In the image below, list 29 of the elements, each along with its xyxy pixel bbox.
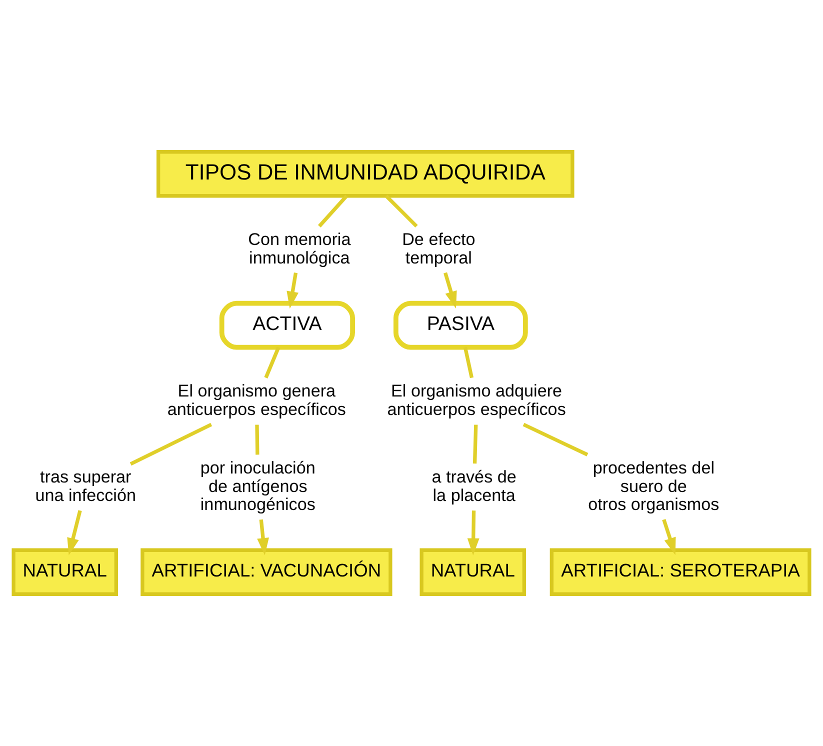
node-box: ACTIVA bbox=[219, 300, 355, 350]
arrow bbox=[67, 510, 82, 556]
connector bbox=[522, 422, 588, 456]
node-text: a través de la placenta bbox=[432, 468, 516, 505]
node-text: El organismo adquiere anticuerpos específicos bbox=[387, 381, 566, 419]
node-box: NATURAL bbox=[12, 548, 118, 596]
arrow bbox=[444, 272, 457, 308]
node-box: ARTIFICIAL: VACUNACIÓN bbox=[140, 548, 392, 596]
connector bbox=[463, 347, 474, 378]
node-box: TIPOS DE INMUNIDAD ADQUIRIDA bbox=[156, 150, 574, 198]
node-text: De efecto temporal bbox=[402, 230, 476, 268]
node-text: tras superar una infección bbox=[35, 468, 136, 505]
node-text: por inoculación de antígenos inmunogénicos bbox=[200, 458, 316, 514]
node-box: PASIVA bbox=[393, 300, 528, 350]
node-box: NATURAL bbox=[420, 548, 526, 596]
connector bbox=[255, 424, 260, 455]
connector bbox=[384, 194, 418, 228]
connector bbox=[318, 194, 348, 228]
arrow bbox=[257, 519, 270, 556]
node-text: El organismo genera anticuerpos específicos bbox=[167, 381, 346, 419]
connector bbox=[472, 424, 478, 464]
connector bbox=[264, 346, 280, 378]
arrow bbox=[662, 519, 676, 555]
arrow bbox=[286, 272, 299, 309]
connector bbox=[130, 422, 212, 466]
arrow bbox=[467, 510, 480, 556]
node-text: Con memoria inmunológica bbox=[248, 230, 351, 268]
node-text: procedentes del suero de otros organismos bbox=[588, 458, 720, 514]
node-box: ARTIFICIAL: SEROTERAPIA bbox=[550, 548, 812, 596]
